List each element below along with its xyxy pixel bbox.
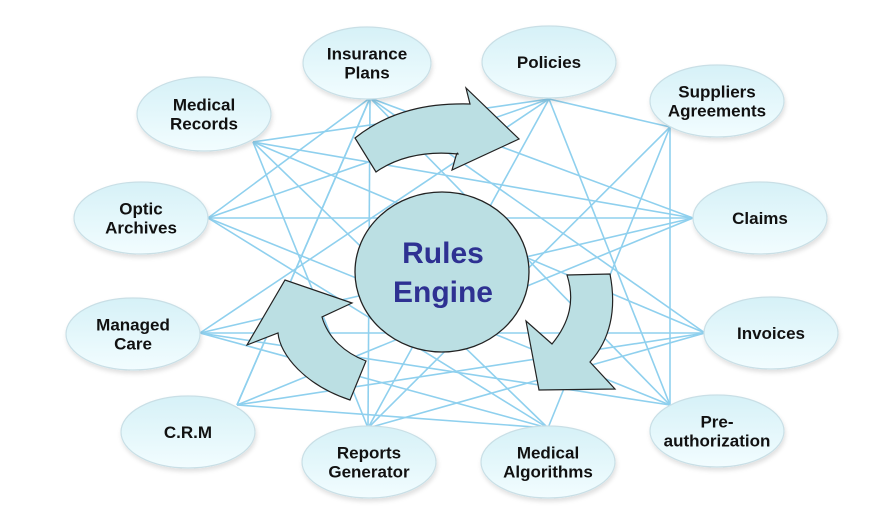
- node-ellipse[interactable]: [692, 181, 828, 255]
- node-label: Generator: [328, 463, 410, 482]
- node-ellipse[interactable]: [302, 26, 432, 100]
- node-pre-authorization[interactable]: Pre-authorization: [649, 394, 785, 468]
- connector-line: [236, 404, 549, 429]
- node-label: Archives: [105, 219, 177, 238]
- node-label: Medical: [517, 444, 579, 463]
- node-label: Suppliers: [678, 83, 755, 102]
- node-label: Plans: [344, 64, 389, 83]
- node-label: Optic: [119, 200, 162, 219]
- node-ellipse[interactable]: [301, 425, 437, 499]
- nodes: InsurancePlansPoliciesMedicalRecordsSupp…: [65, 25, 839, 499]
- node-claims[interactable]: Claims: [692, 181, 828, 255]
- connector-line: [548, 98, 671, 128]
- connector-line: [199, 332, 549, 429]
- connector-line: [252, 141, 694, 219]
- node-ellipse[interactable]: [703, 296, 839, 370]
- node-label: Claims: [732, 209, 788, 228]
- node-label: Invoices: [737, 324, 805, 343]
- node-label: Insurance: [327, 45, 407, 64]
- rules-engine-circle[interactable]: [354, 191, 530, 353]
- node-ellipse[interactable]: [480, 425, 616, 499]
- node-label: Reports: [337, 444, 401, 463]
- node-label: Pre-: [700, 413, 733, 432]
- curved-arrow-left-icon: [245, 279, 367, 401]
- node-ellipse[interactable]: [649, 394, 785, 468]
- node-label: Managed: [96, 316, 170, 335]
- node-ellipse[interactable]: [73, 181, 209, 255]
- node-ellipse[interactable]: [65, 297, 201, 371]
- node-ellipse[interactable]: [136, 76, 272, 152]
- node-crm[interactable]: C.R.M: [120, 395, 256, 469]
- curved-arrow-right-icon: [525, 273, 617, 391]
- node-label: Medical: [173, 96, 235, 115]
- node-label: Records: [170, 115, 238, 134]
- node-label: authorization: [664, 432, 771, 451]
- node-label: Care: [114, 335, 152, 354]
- connector-line: [236, 97, 371, 406]
- node-ellipse[interactable]: [481, 25, 617, 99]
- node-label: Policies: [517, 53, 581, 72]
- connector-line: [236, 332, 706, 406]
- center-label-line2: Engine: [393, 276, 493, 309]
- connector-line: [367, 332, 706, 429]
- curved-arrow-top-icon: [354, 86, 521, 173]
- node-label: Agreements: [668, 102, 766, 121]
- node-label: Algorithms: [503, 463, 593, 482]
- node-ellipse[interactable]: [120, 395, 256, 469]
- node-policies[interactable]: Policies: [481, 25, 617, 99]
- node-ellipse[interactable]: [649, 64, 785, 138]
- node-label: C.R.M: [164, 423, 212, 442]
- center-label-line1: Rules: [402, 237, 484, 270]
- node-invoices[interactable]: Invoices: [703, 296, 839, 370]
- connector-line: [199, 332, 671, 406]
